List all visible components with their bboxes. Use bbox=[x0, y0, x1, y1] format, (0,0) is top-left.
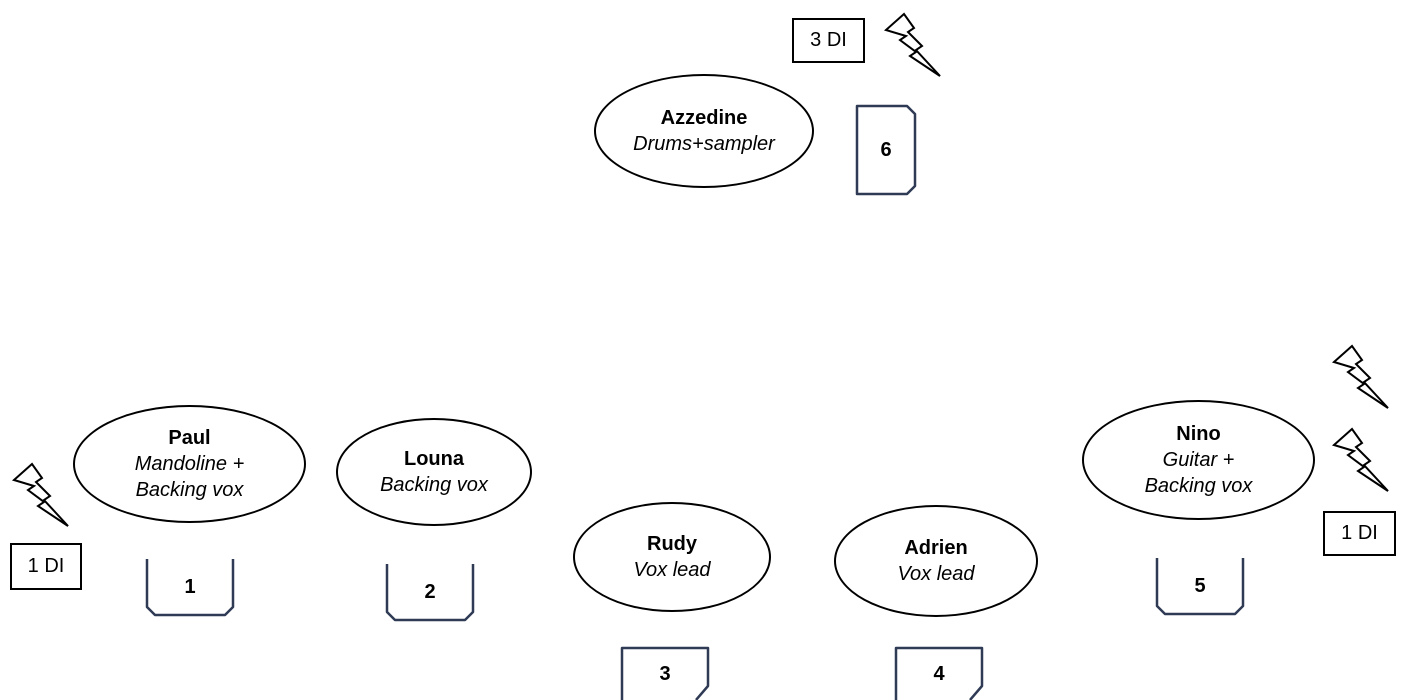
di-label: 3 DI bbox=[810, 29, 847, 51]
monitor-6: 6 bbox=[855, 104, 917, 196]
monitor-wedge-icon bbox=[385, 564, 475, 622]
musician-role: Vox lead bbox=[897, 563, 975, 585]
musician-role: Vox lead bbox=[633, 559, 711, 581]
monitor-wedge-icon bbox=[855, 104, 917, 196]
musician-rudy: Rudy Vox lead bbox=[573, 502, 771, 612]
monitor-number: 4 bbox=[933, 663, 945, 685]
di-box-paul: 1 DI bbox=[10, 543, 82, 590]
monitor-wedge-icon bbox=[620, 646, 710, 700]
musician-role-line1: Mandoline + bbox=[134, 453, 245, 475]
di-label: 1 DI bbox=[1341, 522, 1378, 544]
monitor-1: 1 bbox=[145, 557, 235, 617]
power-bolt-icon bbox=[1331, 427, 1389, 492]
di-box-nino: 1 DI bbox=[1323, 511, 1396, 556]
musician-role: Drums+sampler bbox=[633, 133, 775, 155]
monitor-3: 3 bbox=[620, 646, 710, 700]
musician-louna: Louna Backing vox bbox=[336, 418, 532, 526]
musician-name: Adrien bbox=[904, 537, 968, 559]
monitor-4: 4 bbox=[894, 646, 984, 700]
musician-name: Louna bbox=[404, 448, 464, 470]
musician-name: Azzedine bbox=[660, 107, 748, 129]
monitor-number: 5 bbox=[1194, 575, 1206, 597]
musician-name: Paul bbox=[168, 427, 211, 449]
di-label: 1 DI bbox=[27, 555, 65, 577]
di-box-drums: 3 DI bbox=[792, 18, 865, 63]
monitor-number: 1 bbox=[184, 576, 196, 598]
monitor-number: 3 bbox=[659, 663, 671, 685]
musician-name: Rudy bbox=[647, 533, 697, 555]
monitor-number: 2 bbox=[424, 581, 436, 603]
musician-paul: Paul Mandoline + Backing vox bbox=[73, 405, 306, 523]
monitor-wedge-icon bbox=[145, 559, 235, 617]
monitor-wedge-icon bbox=[894, 646, 984, 700]
musician-role-line2: Backing vox bbox=[135, 479, 244, 501]
musician-adrien: Adrien Vox lead bbox=[834, 505, 1038, 617]
monitor-2: 2 bbox=[385, 562, 475, 622]
musician-role: Backing vox bbox=[380, 474, 488, 496]
musician-role-line2: Backing vox bbox=[1144, 475, 1253, 497]
monitor-wedge-icon bbox=[1155, 558, 1245, 616]
monitor-number: 6 bbox=[880, 139, 892, 161]
musician-role-line1: Guitar + bbox=[1162, 449, 1235, 471]
musician-azzedine: Azzedine Drums+sampler bbox=[594, 74, 814, 188]
musician-nino: Nino Guitar + Backing vox bbox=[1082, 400, 1315, 520]
power-bolt-icon bbox=[11, 462, 69, 527]
power-bolt-icon bbox=[1331, 344, 1389, 409]
power-bolt-icon bbox=[883, 12, 941, 77]
monitor-5: 5 bbox=[1155, 556, 1245, 616]
musician-name: Nino bbox=[1176, 423, 1221, 445]
